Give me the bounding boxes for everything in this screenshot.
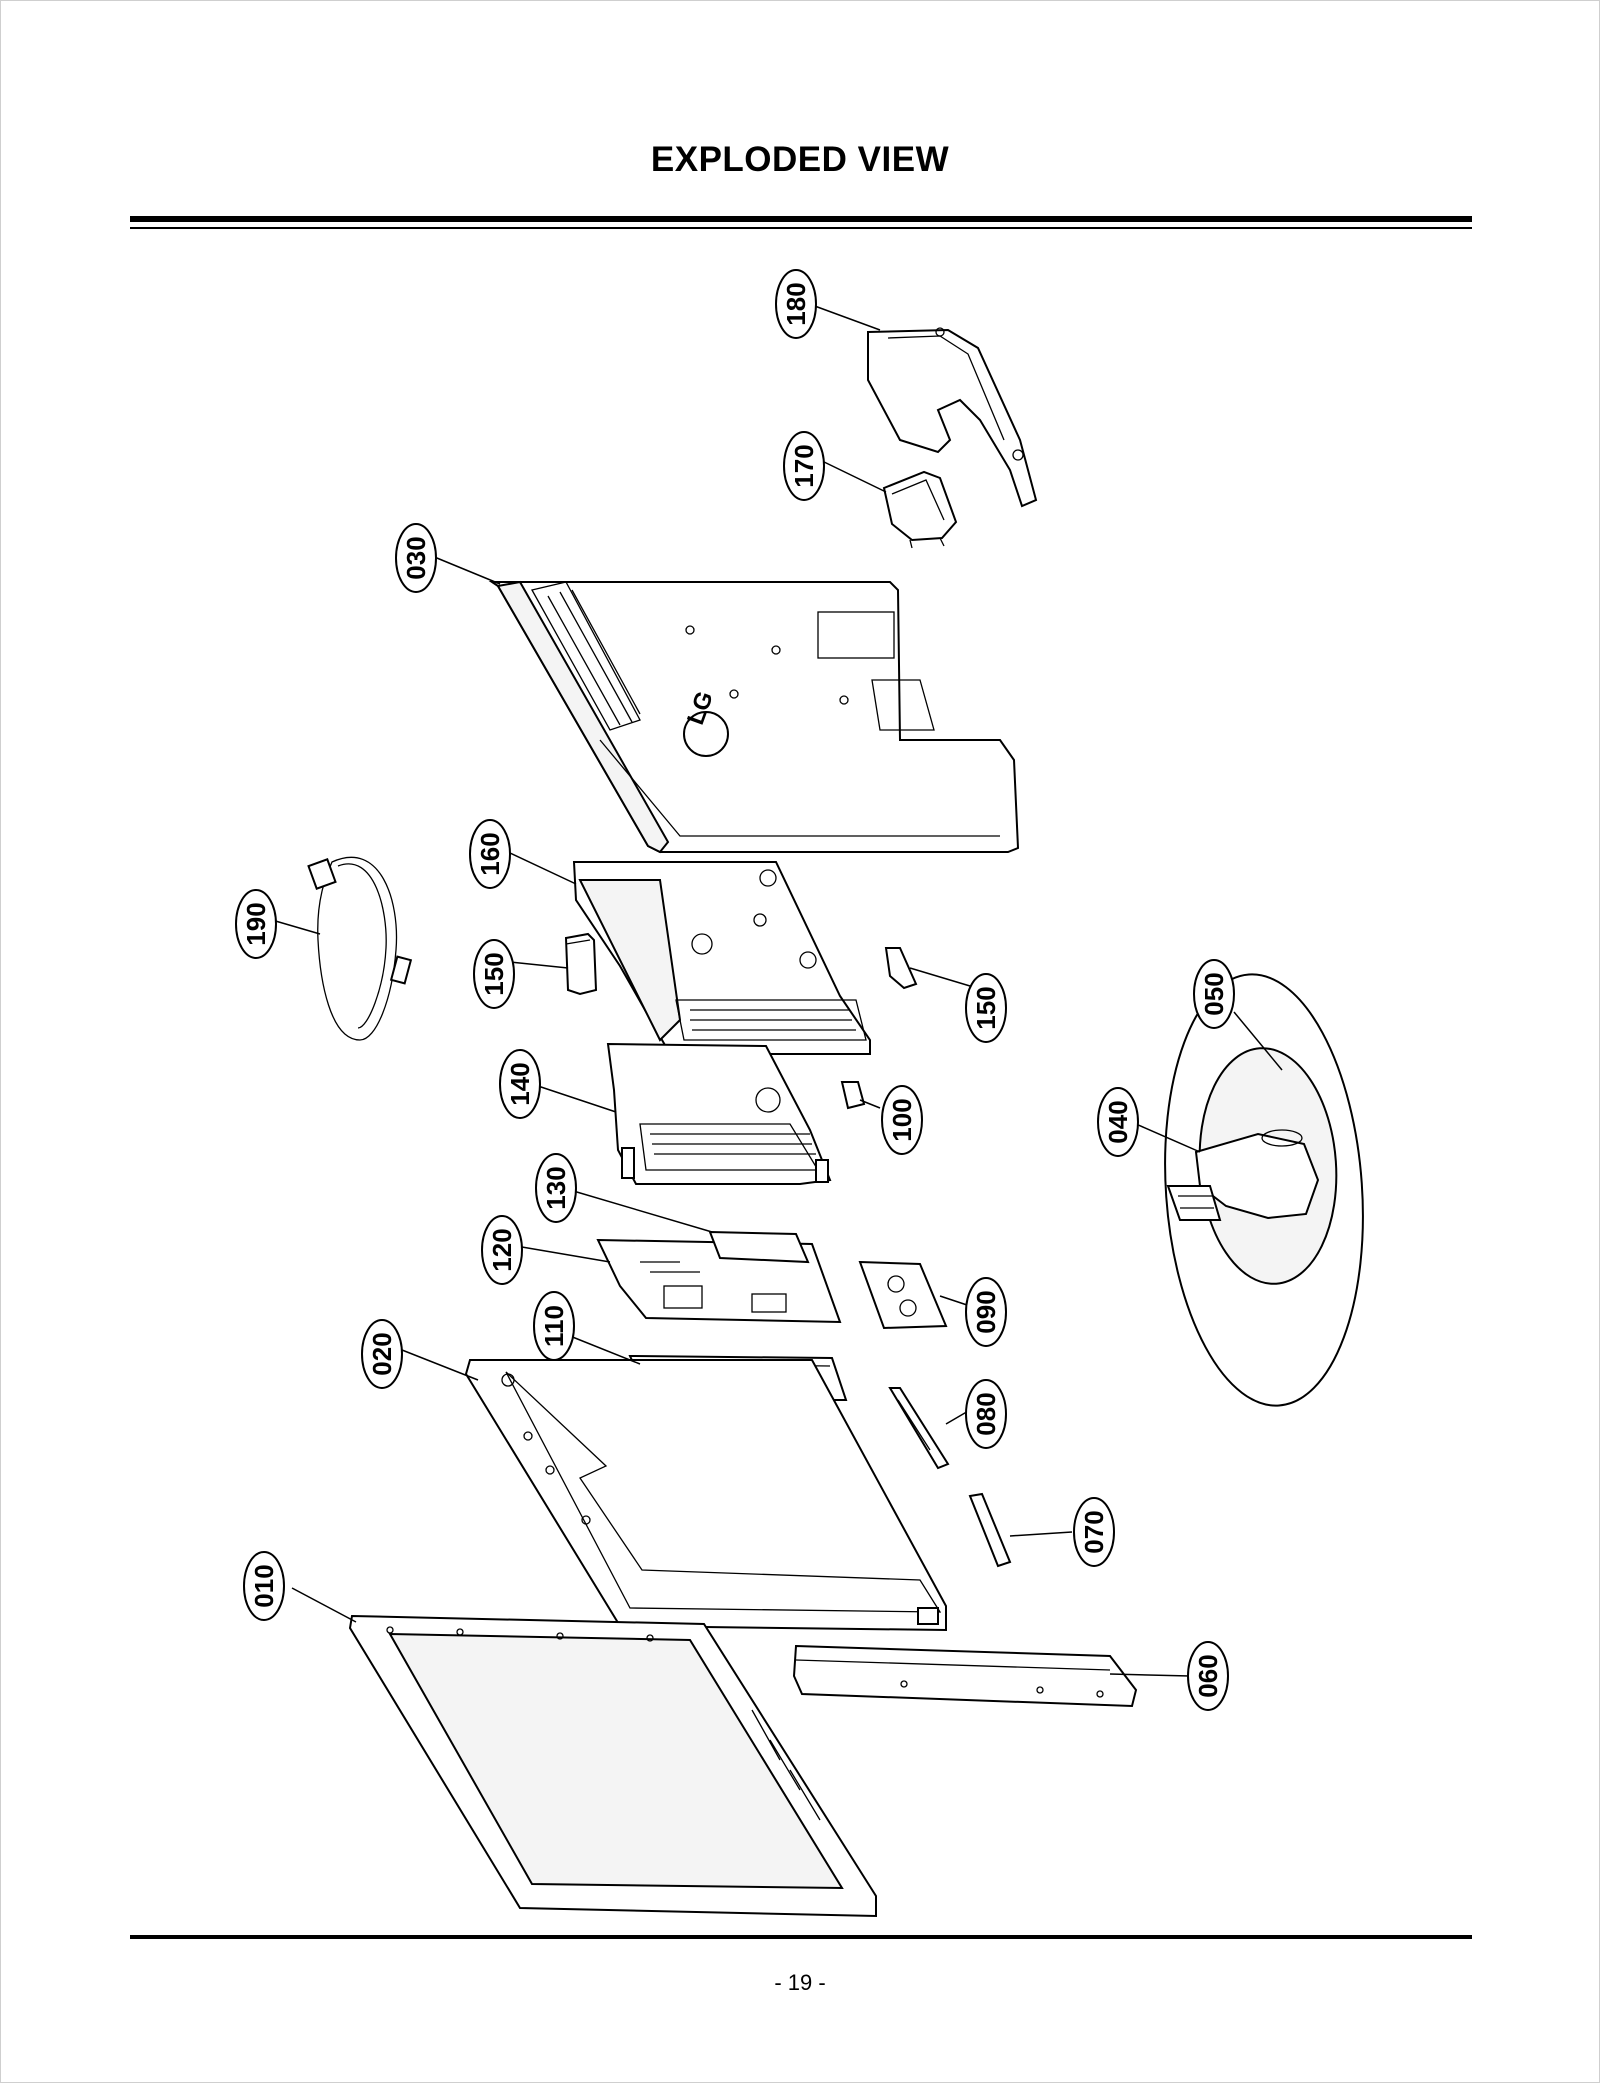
part-160-shield-case (572, 861, 871, 1055)
title-rule-thin (130, 227, 1472, 229)
part-090-control-panel (858, 1260, 948, 1330)
callout-090: 090 (965, 1277, 1007, 1347)
svg-text:020: 020 (367, 1332, 397, 1375)
callout-170: 170 (783, 431, 825, 501)
part-020-lcd-panel-frame (464, 1359, 947, 1632)
svg-text:070: 070 (1079, 1510, 1109, 1553)
callout-130: 130 (535, 1153, 577, 1223)
callout-010: 010 (243, 1551, 285, 1621)
svg-text:170: 170 (789, 444, 819, 487)
page-number: - 19 - (774, 1970, 826, 1995)
svg-text:030: 030 (401, 536, 431, 579)
callout-080: 080 (965, 1379, 1007, 1449)
part-100-small (840, 1081, 866, 1110)
svg-text:190: 190 (241, 902, 271, 945)
callout-150-left: 150 (473, 939, 515, 1009)
part-130-sub-board (708, 1230, 810, 1264)
page-title: EXPLODED VIEW (650, 140, 950, 179)
callout-030: 030 (395, 523, 437, 593)
callout-110: 110 (533, 1291, 575, 1361)
callout-150-right: 150 (965, 973, 1007, 1043)
callout-050: 050 (1193, 959, 1235, 1029)
svg-text:160: 160 (475, 832, 505, 875)
callout-040: 040 (1097, 1087, 1139, 1157)
part-150-left-clip (564, 932, 598, 996)
title-rule-thick (130, 216, 1472, 222)
part-080-holder (888, 1387, 950, 1470)
part-180-bracket (867, 327, 1038, 508)
svg-text:100: 100 (887, 1098, 917, 1141)
callout-020: 020 (361, 1319, 403, 1389)
callout-060: 060 (1187, 1641, 1229, 1711)
svg-text:150: 150 (479, 952, 509, 995)
callout-100: 100 (881, 1085, 923, 1155)
callout-070: 070 (1073, 1497, 1115, 1567)
part-170-cover (882, 470, 958, 549)
footer-rule (130, 1935, 1472, 1939)
part-030-back-cover: LG (488, 580, 1020, 854)
callout-180: 180 (775, 269, 817, 339)
part-140-shield-frame (606, 1042, 832, 1185)
svg-text:050: 050 (1199, 972, 1229, 1015)
callout-140: 140 (499, 1049, 541, 1119)
part-010-front-bezel (348, 1614, 877, 1918)
leader-lines (271, 304, 1283, 1677)
callout-160: 160 (469, 819, 511, 889)
part-190-power-cord (307, 856, 413, 1041)
svg-text:140: 140 (505, 1062, 535, 1105)
svg-text:010: 010 (249, 1564, 279, 1607)
part-070-plate (968, 1492, 1012, 1568)
part-060-bottom-cover (792, 1644, 1138, 1708)
svg-text:080: 080 (971, 1392, 1001, 1435)
svg-text:130: 130 (541, 1166, 571, 1209)
svg-text:060: 060 (1193, 1654, 1223, 1697)
svg-text:120: 120 (487, 1228, 517, 1271)
svg-text:110: 110 (539, 1305, 569, 1347)
part-040-stand-neck (1166, 1129, 1320, 1221)
callout-190: 190 (235, 889, 277, 959)
svg-text:150: 150 (971, 986, 1001, 1029)
svg-text:040: 040 (1103, 1100, 1133, 1143)
svg-text:180: 180 (781, 282, 811, 325)
part-150-right-clip (884, 947, 918, 990)
svg-text:090: 090 (971, 1290, 1001, 1333)
callout-120: 120 (481, 1215, 523, 1285)
